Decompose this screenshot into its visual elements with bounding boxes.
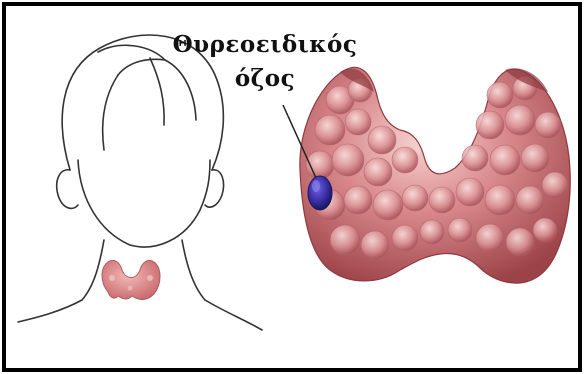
frame-border (2, 2, 582, 372)
figure-canvas: Θυρεοειδικός όζος (0, 0, 584, 374)
